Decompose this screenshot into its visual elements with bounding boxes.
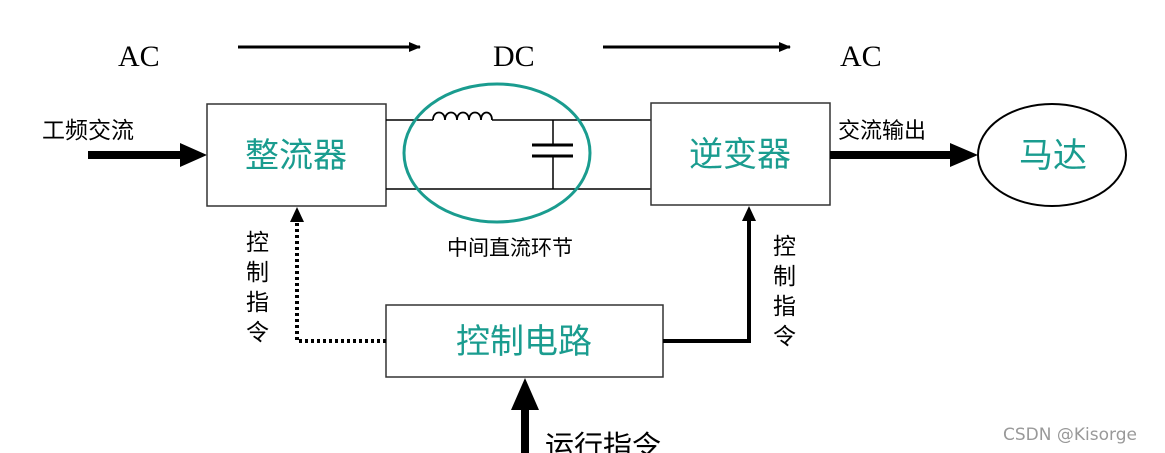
control-command-right-char: 制 [773,264,796,290]
output-arrow-head [950,143,978,167]
control-line-to-rectifier [295,222,386,343]
control-circuit-label: 控制电路 [456,322,592,362]
control-arrow-head-rectifier [290,207,304,222]
control-command-left-label: 控 制 指 令 [246,230,269,346]
control-command-left-char: 令 [246,320,269,346]
dc-link-highlight [402,82,592,224]
control-arrow-head-inverter [742,206,756,221]
ac-right-label: AC [840,40,882,73]
control-command-left-char: 控 [246,230,269,256]
input-arrow-head [180,143,207,167]
watermark: CSDN @Kisorge [1003,425,1137,445]
run-command-arrow-head [511,378,539,410]
motor-ellipse [977,103,1127,207]
dc-label: DC [493,40,535,73]
run-command-label: 运行指令 [545,429,661,453]
control-command-right-label: 控 制 指 令 [773,234,796,350]
control-command-left-char: 指 [246,290,269,316]
dc-link-label: 中间直流环节 [447,236,573,260]
motor-label: 马达 [1019,136,1087,176]
rectifier-box [206,103,387,207]
output-label: 交流输出 [838,119,926,144]
inverter-box [650,102,831,206]
control-command-right-char: 指 [773,294,796,320]
inductor-icon [432,111,493,121]
rectifier-label: 整流器 [245,136,347,176]
control-line-to-inverter [663,220,751,343]
control-command-left-char: 制 [246,260,269,286]
ac-left-label: AC [118,40,160,73]
control-circuit-box [385,304,664,378]
control-command-right-char: 控 [773,234,796,260]
input-label: 工频交流 [42,118,134,144]
inverter-label: 逆变器 [689,135,791,175]
control-command-right-char: 令 [773,324,796,350]
